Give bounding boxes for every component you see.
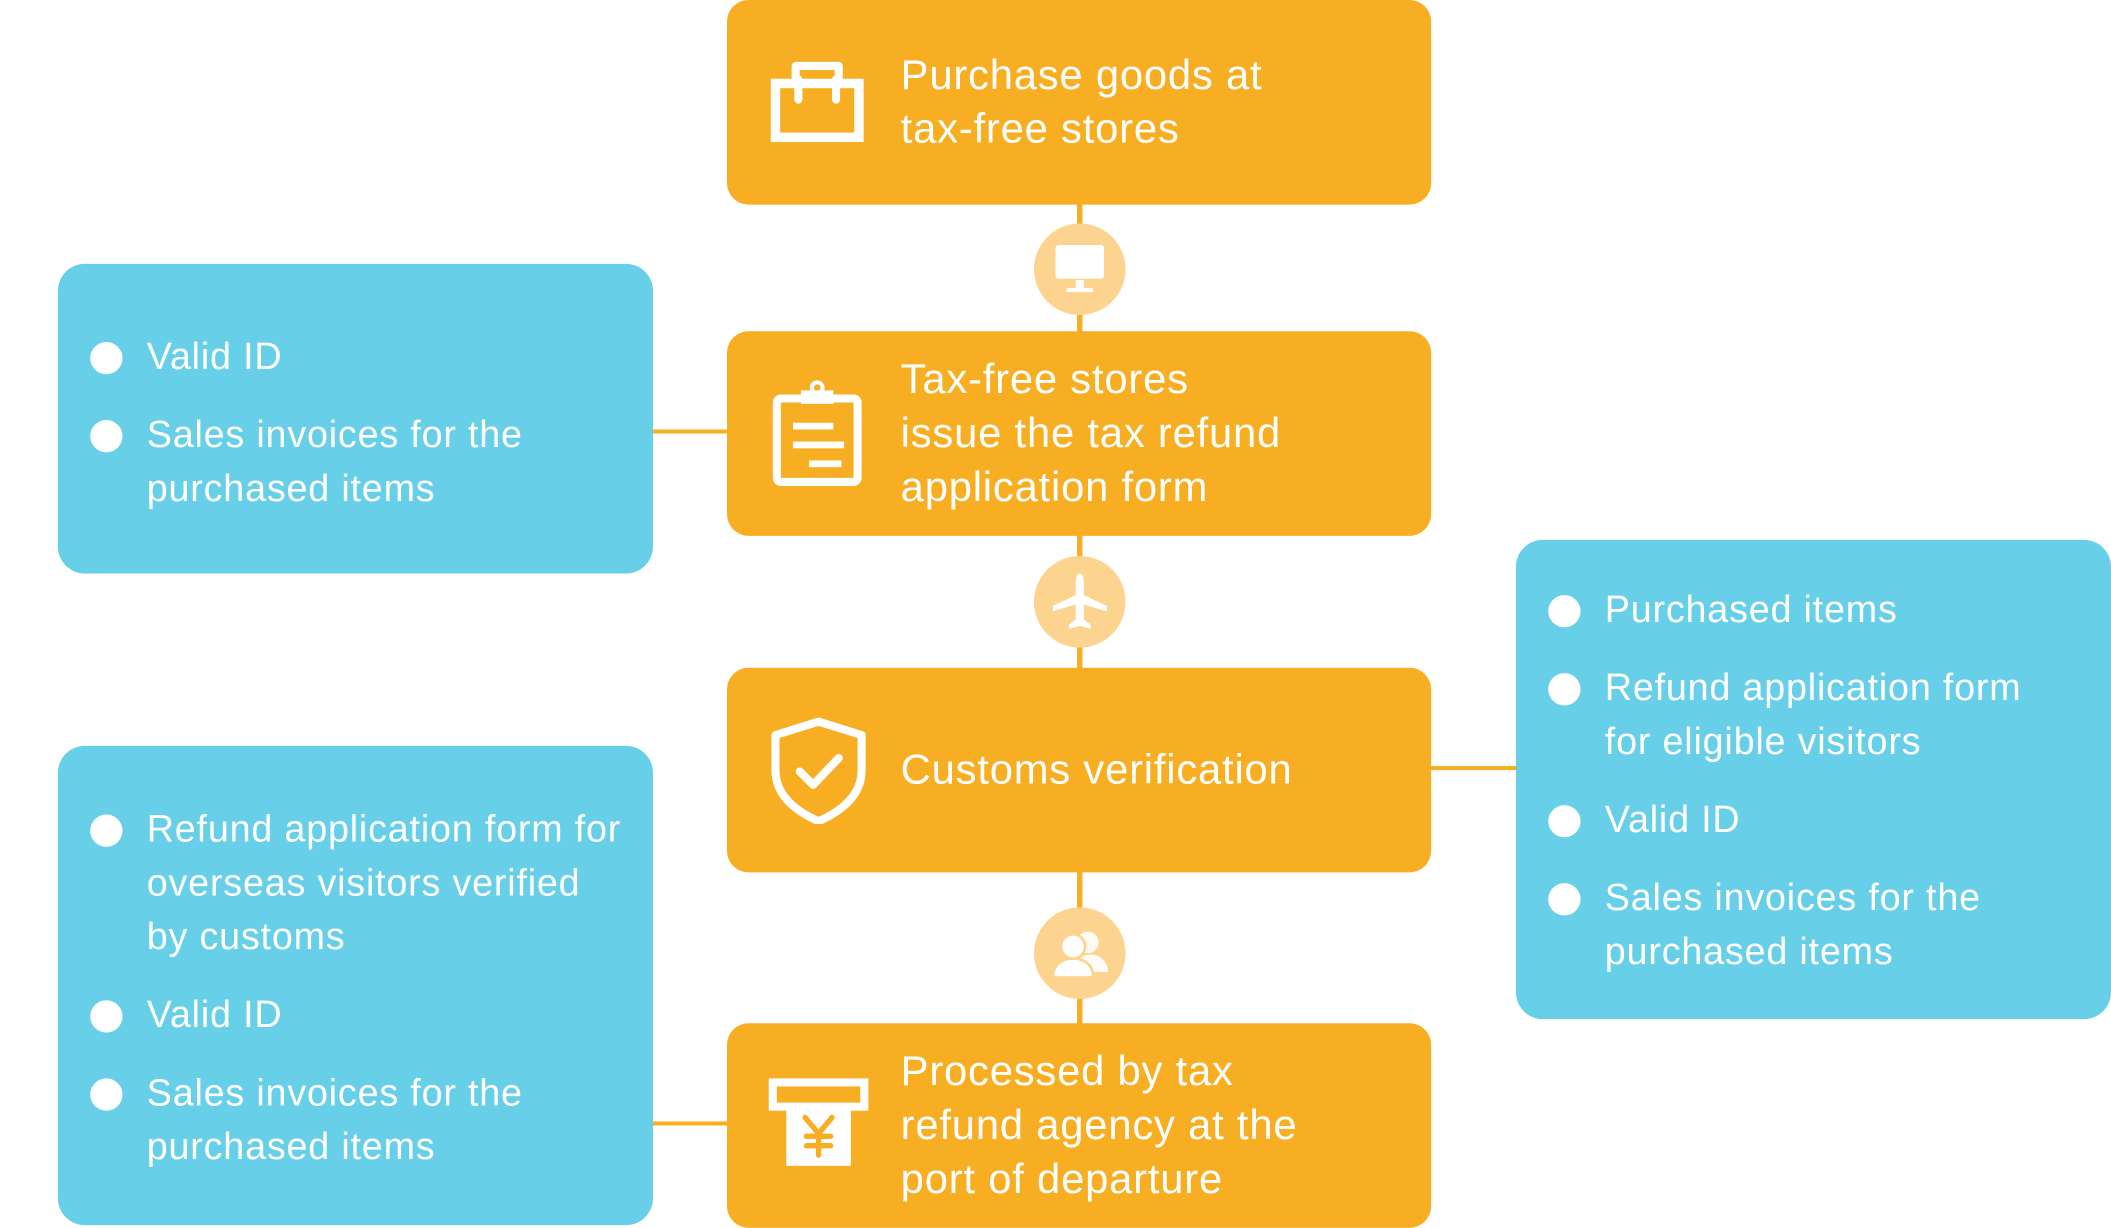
step-label-line: port of departure <box>900 1155 1223 1203</box>
requirement-item: Valid ID <box>90 330 626 384</box>
step-customs-verification: Customs verification <box>727 667 1432 873</box>
requirement-item: Sales invoices for the purchased items <box>90 1066 578 1174</box>
requirement-item: Sales invoices for the purchased items <box>90 408 578 516</box>
step-issue-refund-form: Tax-free stores issue the tax refund app… <box>727 331 1432 536</box>
connector-note-step3 <box>1428 766 1518 771</box>
airplane-badge <box>1033 556 1126 648</box>
people-badge <box>1033 907 1126 999</box>
step-label: Tax-free stores issue the tax refund app… <box>901 331 1405 536</box>
clipboard-icon <box>767 380 869 488</box>
requirements-note-step4: Refund application form for overseas vis… <box>57 745 653 1226</box>
requirements-note-step2: Valid ID Sales invoices for the purchase… <box>57 263 653 574</box>
monitor-badge <box>1033 223 1126 316</box>
requirements-list: Refund application form for overseas vis… <box>90 802 626 1174</box>
requirement-item: Refund application form for eligible vis… <box>1548 661 2076 769</box>
step-label-line: Customs verification <box>900 745 1293 793</box>
requirement-item: Valid ID <box>1548 793 2084 847</box>
step-label-line: application form <box>900 463 1209 511</box>
step-label-line: tax-free stores <box>900 105 1180 153</box>
people-icon <box>1051 931 1109 979</box>
requirement-item: Refund application form for overseas vis… <box>90 802 632 964</box>
step-label: Purchase goods at tax-free stores <box>901 0 1405 205</box>
shopping-bag-icon <box>767 48 869 156</box>
step-label: Processed by tax refund agency at the po… <box>901 1023 1405 1228</box>
step-label: Customs verification <box>901 668 1405 873</box>
requirements-note-step3: Purchased items Refund application form … <box>1515 539 2111 1020</box>
requirements-list: Valid ID Sales invoices for the purchase… <box>90 330 626 516</box>
atm-yen-icon <box>767 1072 869 1180</box>
step-purchase-goods: Purchase goods at tax-free stores <box>727 0 1432 205</box>
step-label-line: Purchase goods at <box>900 51 1263 99</box>
requirement-item: Valid ID <box>90 988 626 1042</box>
requirement-item: Purchased items <box>1548 583 2084 637</box>
requirements-list: Purchased items Refund application form … <box>1548 583 2084 979</box>
connector-note-step2 <box>651 429 730 434</box>
step-processed-by-agency: Processed by tax refund agency at the po… <box>727 1023 1432 1228</box>
shield-check-icon <box>767 716 869 824</box>
monitor-icon <box>1055 245 1104 293</box>
requirement-item: Sales invoices for the purchased items <box>1548 871 2036 979</box>
step-label-line: issue the tax refund <box>900 409 1282 457</box>
airplane-icon <box>1052 573 1107 629</box>
step-label-line: refund agency at the <box>900 1101 1298 1149</box>
step-label-line: Processed by tax <box>900 1047 1234 1095</box>
connector-note-step4 <box>651 1121 730 1126</box>
step-label-line: Tax-free stores <box>900 355 1189 403</box>
